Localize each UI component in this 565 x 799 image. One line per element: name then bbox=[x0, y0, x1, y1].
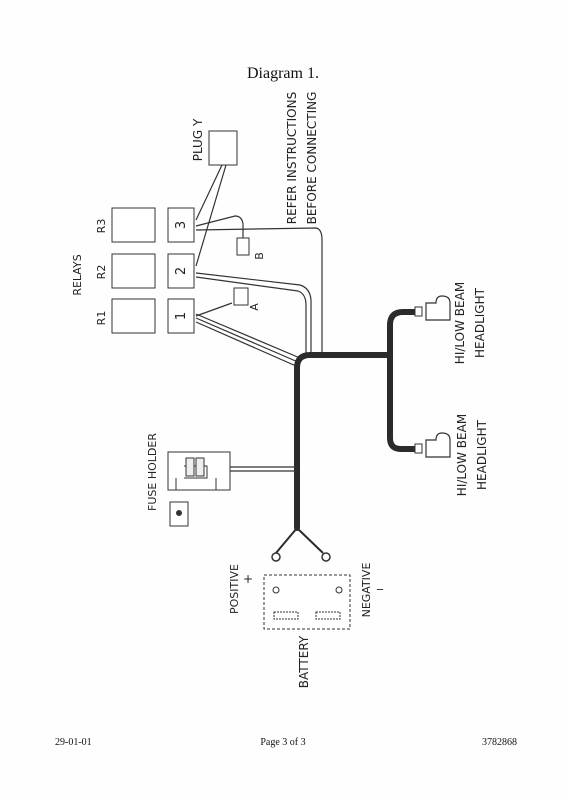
relay-label-r1: R1 bbox=[95, 311, 108, 326]
wire-to-a bbox=[195, 302, 233, 317]
relay-socket-2 bbox=[167, 253, 195, 289]
battery-cell-right bbox=[315, 611, 341, 620]
battery-negative-post bbox=[335, 586, 343, 594]
plug-y-label: PLUG Y bbox=[191, 118, 205, 161]
relay-socket-1 bbox=[167, 298, 195, 334]
relay1-harness-wire-b bbox=[195, 317, 299, 363]
relay2-harness-wire-a bbox=[195, 272, 312, 355]
relay3-harness-wire bbox=[195, 227, 323, 355]
fuse-element bbox=[185, 457, 195, 477]
fuse-wire bbox=[230, 466, 297, 472]
headlight-bottom-icon bbox=[425, 432, 451, 458]
battery-label: BATTERY bbox=[297, 635, 311, 688]
negative-terminal bbox=[321, 552, 331, 562]
plug-wire-1 bbox=[195, 164, 223, 221]
positive-label: POSITIVE bbox=[228, 564, 241, 614]
headlight-bottom-line-2: HEADLIGHT bbox=[475, 419, 489, 490]
headlight-bottom-line-1: HI/LOW BEAM bbox=[455, 414, 469, 496]
relay-body-r3 bbox=[111, 207, 156, 243]
relays-label: RELAYS bbox=[71, 254, 84, 295]
harness-branch-bottom bbox=[387, 352, 418, 452]
connector-b-label: B bbox=[253, 252, 266, 260]
footer-doc-number: 3782868 bbox=[482, 737, 517, 748]
plug-y-box bbox=[208, 130, 238, 166]
main-harness bbox=[294, 352, 393, 531]
headlight-top-icon bbox=[425, 295, 451, 321]
footer-date: 29-01-01 bbox=[55, 737, 92, 748]
negative-label: NEGATIVE bbox=[360, 563, 373, 618]
diagram-title: Diagram 1. bbox=[247, 65, 319, 82]
relay-body-r1 bbox=[111, 298, 156, 334]
headlight-bottom-plug bbox=[414, 443, 423, 454]
fuse-holder-legs bbox=[175, 478, 217, 490]
relay-body-r2 bbox=[111, 253, 156, 289]
battery-positive-post bbox=[272, 586, 280, 594]
headlight-top-line-2: HEADLIGHT bbox=[473, 287, 487, 358]
harness-branch-top bbox=[387, 309, 418, 358]
positive-terminal bbox=[271, 552, 281, 562]
relay-label-r3: R3 bbox=[95, 219, 108, 234]
battery-body bbox=[263, 574, 351, 630]
footer-page: Page 3 of 3 bbox=[260, 737, 305, 748]
fuse-element-2 bbox=[195, 457, 205, 477]
relay1-harness-wire-a bbox=[195, 313, 301, 359]
connector-a-label: A bbox=[248, 303, 261, 311]
connector-a bbox=[233, 287, 249, 306]
positive-lead bbox=[275, 527, 298, 554]
fuse-clip-hole bbox=[176, 510, 182, 516]
relay-socket-3 bbox=[167, 207, 195, 243]
relay-number-1: 1 bbox=[174, 312, 189, 320]
positive-sign: + bbox=[243, 572, 253, 586]
connector-b bbox=[236, 237, 250, 256]
fuse-holder-label: FUSE HOLDER bbox=[146, 433, 159, 511]
relay1-harness-wire-c bbox=[195, 321, 297, 367]
battery-cell-left bbox=[273, 611, 299, 620]
instructions-line-1: REFER INSTRUCTIONS bbox=[285, 92, 299, 224]
plug-wire-2 bbox=[195, 164, 227, 267]
instructions-line-2: BEFORE CONNECTING bbox=[305, 92, 319, 225]
wire-to-b bbox=[195, 215, 244, 238]
relay-number-2: 2 bbox=[174, 267, 189, 275]
relay-label-r2: R2 bbox=[95, 265, 108, 280]
relay2-harness-wire-b bbox=[195, 276, 307, 355]
negative-sign: _ bbox=[376, 576, 384, 590]
headlight-top-plug bbox=[414, 306, 423, 317]
headlight-top-line-1: HI/LOW BEAM bbox=[453, 282, 467, 364]
relay-number-3: 3 bbox=[174, 221, 189, 229]
negative-lead bbox=[296, 527, 324, 554]
